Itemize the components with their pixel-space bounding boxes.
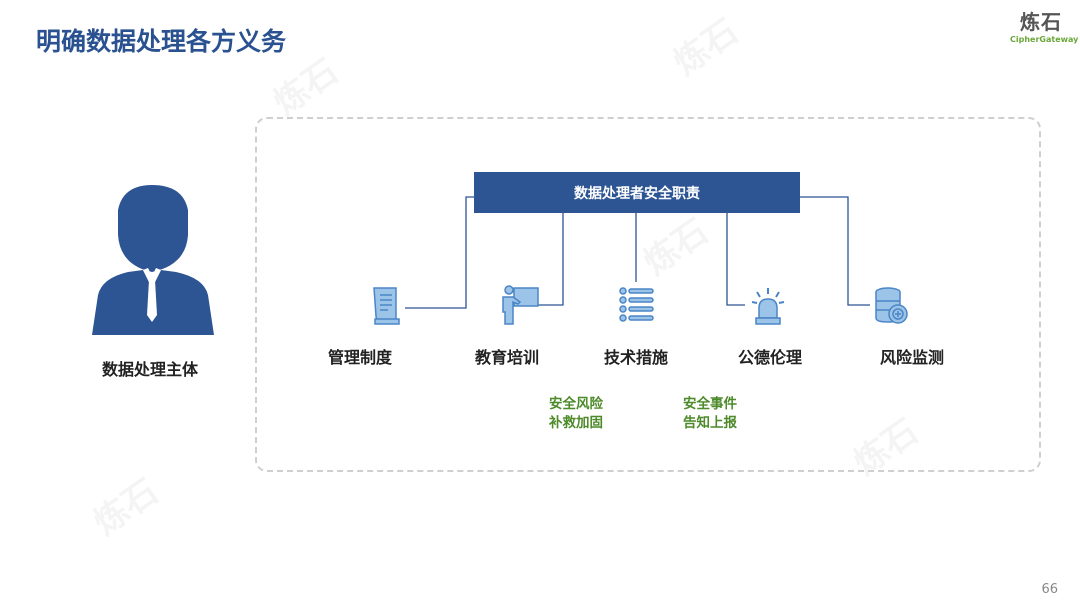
list-icon: [619, 287, 654, 322]
logo-en: CipherGateway: [1010, 35, 1079, 44]
teacher-icon: [502, 285, 539, 325]
duty-label: 管理制度: [327, 348, 392, 367]
person-icon: [92, 185, 214, 335]
note-line: 安全事件: [683, 396, 737, 412]
duty-label: 技术措施: [603, 348, 668, 367]
alarm-light-icon: [751, 288, 785, 325]
database-shield-icon: [875, 287, 908, 324]
subject-label: 数据处理主体: [101, 360, 198, 379]
note-incident-report: 安全事件 告知上报: [683, 395, 737, 433]
note-line: 安全风险: [549, 396, 603, 412]
note-line: 补救加固: [549, 415, 603, 431]
center-duty-box: 数据处理者安全职责: [474, 172, 800, 213]
logo-cn: 炼石: [1020, 10, 1062, 34]
duty-label: 风险监测: [879, 348, 944, 367]
duty-label: 公德伦理: [737, 348, 802, 367]
duties-frame: [255, 117, 1041, 472]
scroll-icon: [373, 287, 400, 325]
note-risk-remediation: 安全风险 补救加固: [549, 395, 603, 433]
logo: 炼石 CipherGateway: [1010, 6, 1079, 44]
duty-label: 教育培训: [474, 348, 539, 367]
page-title: 明确数据处理各方义务: [36, 27, 287, 56]
page-number: 66: [1041, 582, 1058, 597]
note-line: 告知上报: [683, 415, 737, 431]
